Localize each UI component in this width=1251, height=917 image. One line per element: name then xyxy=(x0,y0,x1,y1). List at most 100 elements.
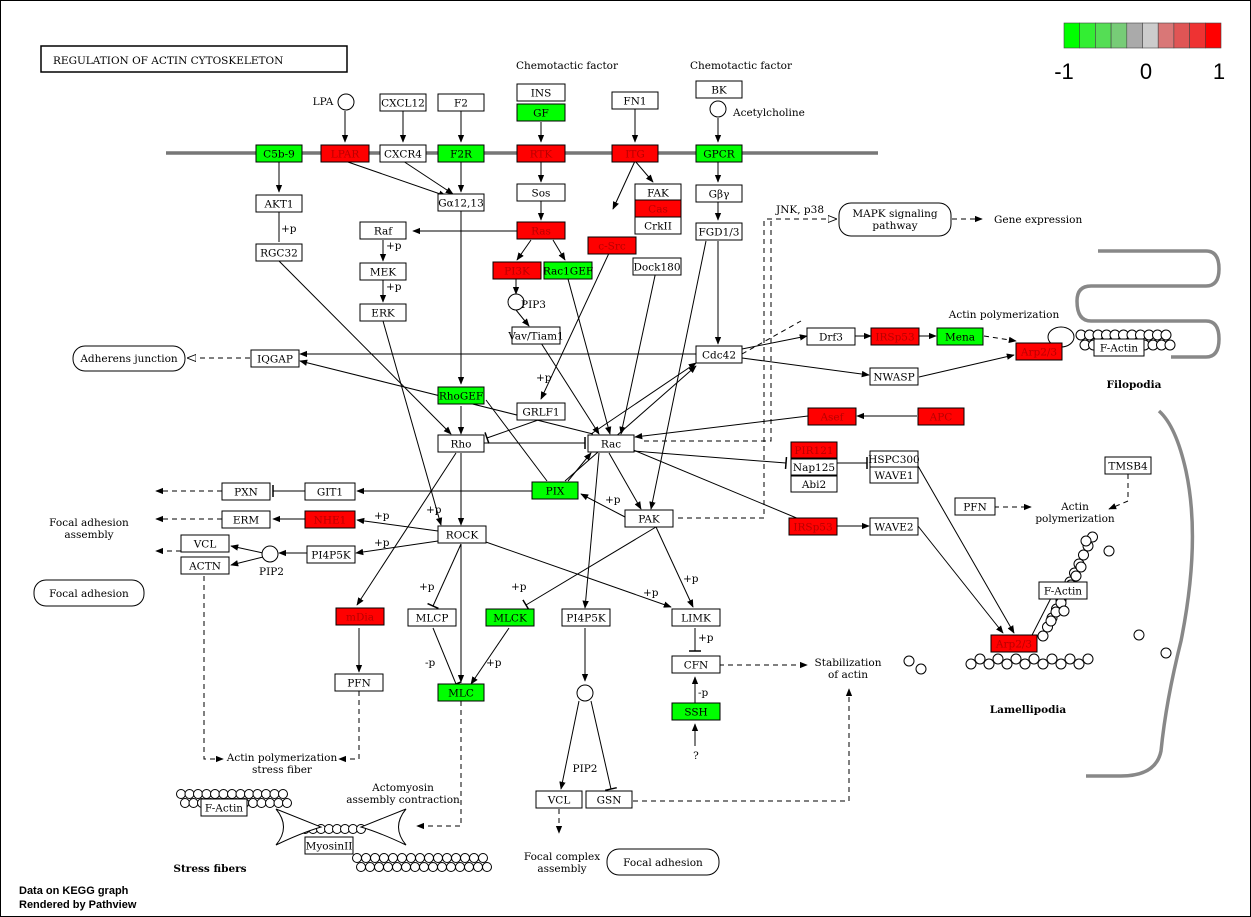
gene-box-rac[interactable] xyxy=(587,434,635,453)
gene-box-gby[interactable] xyxy=(695,184,743,203)
gene-node-itg[interactable]: ITG xyxy=(611,144,659,163)
mapk-signaling-map[interactable] xyxy=(838,202,952,237)
gene-box-rock[interactable] xyxy=(437,525,487,544)
gene-node-irsp53a[interactable]: IRSp53 xyxy=(870,327,920,346)
gene-node-abi2[interactable]: Abi2 xyxy=(790,475,838,493)
gene-box-abi2[interactable] xyxy=(790,475,838,493)
gene-node-arp23b[interactable]: Arp2/3 xyxy=(990,634,1038,653)
gene-node-arp23a[interactable]: Arp2/3 xyxy=(1015,342,1063,361)
gene-box-erk[interactable] xyxy=(359,303,407,322)
gene-box-pi4p5ka[interactable] xyxy=(306,545,356,564)
gene-box-erm[interactable] xyxy=(221,510,271,529)
gene-node-erk[interactable]: ERK xyxy=(359,303,407,322)
gene-node-raf[interactable]: Raf xyxy=(359,221,407,240)
gene-box-irsp53a[interactable] xyxy=(870,327,920,346)
gene-node-pi3k[interactable]: PI3K xyxy=(492,261,542,280)
gene-node-nwasp[interactable]: NWASP xyxy=(869,367,919,386)
gene-node-crkii[interactable]: CrkII xyxy=(634,216,682,235)
gene-node-asef[interactable]: Asef xyxy=(807,407,857,426)
gene-node-vcla[interactable]: VCL xyxy=(180,534,230,553)
gene-node-pi4p5ka[interactable]: PI4P5K xyxy=(306,545,356,564)
gene-box-mlcp[interactable] xyxy=(407,608,457,627)
gene-node-csrc[interactable]: c-Src xyxy=(587,236,637,255)
gene-box-factinc[interactable] xyxy=(200,798,248,817)
gene-box-cfn[interactable] xyxy=(671,655,721,674)
gene-node-mlck[interactable]: MLCK xyxy=(485,608,535,627)
gene-node-rock[interactable]: ROCK xyxy=(437,525,487,544)
gene-node-drf3[interactable]: Drf3 xyxy=(806,327,856,346)
gene-box-ins[interactable] xyxy=(516,83,566,102)
gene-box-vcla[interactable] xyxy=(180,534,230,553)
gene-node-pak[interactable]: PAK xyxy=(624,509,674,528)
gene-box-fn1[interactable] xyxy=(611,91,659,110)
gene-node-iqgap[interactable]: IQGAP xyxy=(250,349,300,368)
gene-node-erm[interactable]: ERM xyxy=(221,510,271,529)
gene-node-pfnb[interactable]: PFN xyxy=(334,673,384,692)
gene-node-bk[interactable]: BK xyxy=(695,80,743,99)
gene-box-actn[interactable] xyxy=(180,556,230,575)
gene-box-gf[interactable] xyxy=(516,103,566,122)
adherens-junction-map[interactable] xyxy=(72,345,186,372)
gene-node-pxn[interactable]: PXN xyxy=(221,482,271,501)
gene-box-pxn[interactable] xyxy=(221,482,271,501)
gene-node-fn1[interactable]: FN1 xyxy=(611,91,659,110)
gene-box-vclb[interactable] xyxy=(535,790,583,809)
gene-node-mdia[interactable]: mDia xyxy=(335,607,385,626)
gene-node-cas[interactable]: Cas xyxy=(634,199,682,218)
gene-box-pi3k[interactable] xyxy=(492,261,542,280)
gene-box-ras[interactable] xyxy=(516,221,566,240)
gene-box-irsp53b[interactable] xyxy=(788,517,838,536)
gene-node-lpar[interactable]: LPAR xyxy=(320,144,370,163)
gene-node-cxcl12[interactable]: CXCL12 xyxy=(379,93,427,112)
gene-box-mek[interactable] xyxy=(359,262,407,281)
gene-box-rhogef[interactable] xyxy=(437,386,485,405)
gene-node-vclb[interactable]: VCL xyxy=(535,790,583,809)
gene-box-iqgap[interactable] xyxy=(250,349,300,368)
gene-node-mlc[interactable]: MLC xyxy=(437,683,485,702)
gene-node-gpcr[interactable]: GPCR xyxy=(695,144,743,163)
gene-node-f2r[interactable]: F2R xyxy=(437,144,485,163)
gene-node-apc[interactable]: APC xyxy=(917,407,965,426)
gene-node-mena[interactable]: Mena xyxy=(936,327,984,346)
gene-node-grlf1[interactable]: GRLF1 xyxy=(516,402,566,421)
gene-box-bk[interactable] xyxy=(695,80,743,99)
gene-box-pir121[interactable] xyxy=(790,441,838,459)
gene-node-rho[interactable]: Rho xyxy=(437,434,485,453)
gene-node-rtk[interactable]: RTK xyxy=(516,144,566,163)
gene-box-factinb[interactable] xyxy=(1038,581,1088,600)
gene-node-factinb[interactable]: F-Actin xyxy=(1038,581,1088,600)
gene-node-rac[interactable]: Rac xyxy=(587,434,635,453)
gene-node-cdc42[interactable]: Cdc42 xyxy=(695,345,743,364)
gene-box-pfna[interactable] xyxy=(954,497,996,516)
gene-box-crkii[interactable] xyxy=(634,216,682,235)
gene-box-gpcr[interactable] xyxy=(695,144,743,163)
gene-box-rac1gef[interactable] xyxy=(543,261,593,280)
gene-box-f2r[interactable] xyxy=(437,144,485,163)
gene-box-fgd13[interactable] xyxy=(695,222,743,241)
gene-box-mdia[interactable] xyxy=(335,607,385,626)
gene-box-f2[interactable] xyxy=(437,93,485,112)
gene-node-sos[interactable]: Sos xyxy=(516,183,566,202)
gene-box-csrc[interactable] xyxy=(587,236,637,255)
gene-box-ga1213[interactable] xyxy=(437,193,485,212)
gene-node-nhe1[interactable]: NHE1 xyxy=(304,510,356,529)
gene-box-mena[interactable] xyxy=(936,327,984,346)
gene-box-dock180[interactable] xyxy=(632,257,682,276)
gene-box-cxcr4[interactable] xyxy=(379,144,427,163)
gene-box-myosinii[interactable] xyxy=(304,836,354,855)
gene-box-wave2[interactable] xyxy=(869,517,919,536)
gene-node-hspc300[interactable]: HSPC300 xyxy=(868,450,920,468)
gene-box-rgc32[interactable] xyxy=(255,243,303,262)
gene-box-cxcl12[interactable] xyxy=(379,93,427,112)
gene-box-grlf1[interactable] xyxy=(516,402,566,421)
gene-node-wave2[interactable]: WAVE2 xyxy=(869,517,919,536)
gene-node-myosinii[interactable]: MyosinII xyxy=(304,836,354,855)
gene-node-rgc32[interactable]: RGC32 xyxy=(255,243,303,262)
gene-box-lpar[interactable] xyxy=(320,144,370,163)
gene-box-mlc[interactable] xyxy=(437,683,485,702)
gene-node-pi4p5kb[interactable]: PI4P5K xyxy=(561,608,611,627)
gene-node-rac1gef[interactable]: Rac1GEF xyxy=(543,261,593,280)
gene-box-arp23a[interactable] xyxy=(1015,342,1063,361)
gene-node-ins[interactable]: INS xyxy=(516,83,566,102)
gene-box-drf3[interactable] xyxy=(806,327,856,346)
